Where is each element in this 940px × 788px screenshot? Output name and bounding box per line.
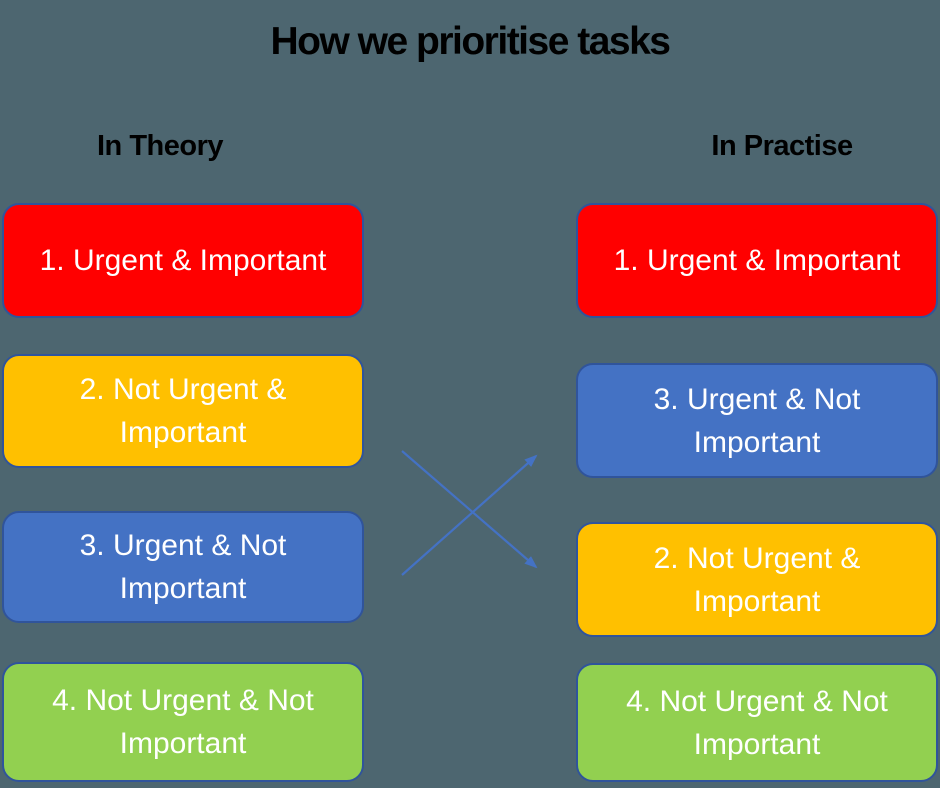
box-label: Important — [693, 584, 821, 618]
practise-box-not-urgent-not-important: 4. Not Urgent & Not Important — [576, 663, 938, 782]
arrow-down-right — [401, 450, 538, 569]
box-label: 3. Urgent & Not — [653, 382, 861, 416]
theory-box-urgent-not-important: 3. Urgent & Not Important — [2, 511, 364, 623]
box-label: 2. Not Urgent & — [653, 541, 861, 575]
box-label: Important — [693, 727, 821, 761]
arrow-up-right — [401, 454, 538, 576]
theory-box-not-urgent-important: 2. Not Urgent & Important — [2, 354, 364, 468]
practise-box-urgent-not-important: 3. Urgent & Not Important — [576, 363, 938, 478]
box-label: 4. Not Urgent & Not — [626, 684, 888, 718]
box-label: Important — [119, 572, 247, 605]
box-label: Important — [693, 425, 821, 459]
box-label: 2. Not Urgent & — [79, 373, 287, 406]
box-label: Important — [119, 416, 247, 449]
box-label: 1. Urgent & Important — [613, 244, 901, 277]
theory-box-urgent-important: 1. Urgent & Important — [2, 203, 364, 318]
box-label: 4. Not Urgent & Not — [52, 684, 314, 717]
swap-arrows-icon — [401, 450, 538, 576]
box-label: Important — [119, 727, 247, 760]
practise-box-not-urgent-important: 2. Not Urgent & Important — [576, 522, 938, 637]
theory-box-not-urgent-not-important: 4. Not Urgent & Not Important — [2, 662, 364, 782]
page-title: How we prioritise tasks — [270, 20, 671, 63]
practise-box-urgent-important: 1. Urgent & Important — [576, 203, 938, 318]
box-label: 1. Urgent & Important — [39, 244, 327, 277]
column-heading-in-practise: In Practise — [711, 130, 853, 162]
box-label: 3. Urgent & Not — [79, 529, 287, 562]
column-heading-in-theory: In Theory — [96, 130, 224, 162]
